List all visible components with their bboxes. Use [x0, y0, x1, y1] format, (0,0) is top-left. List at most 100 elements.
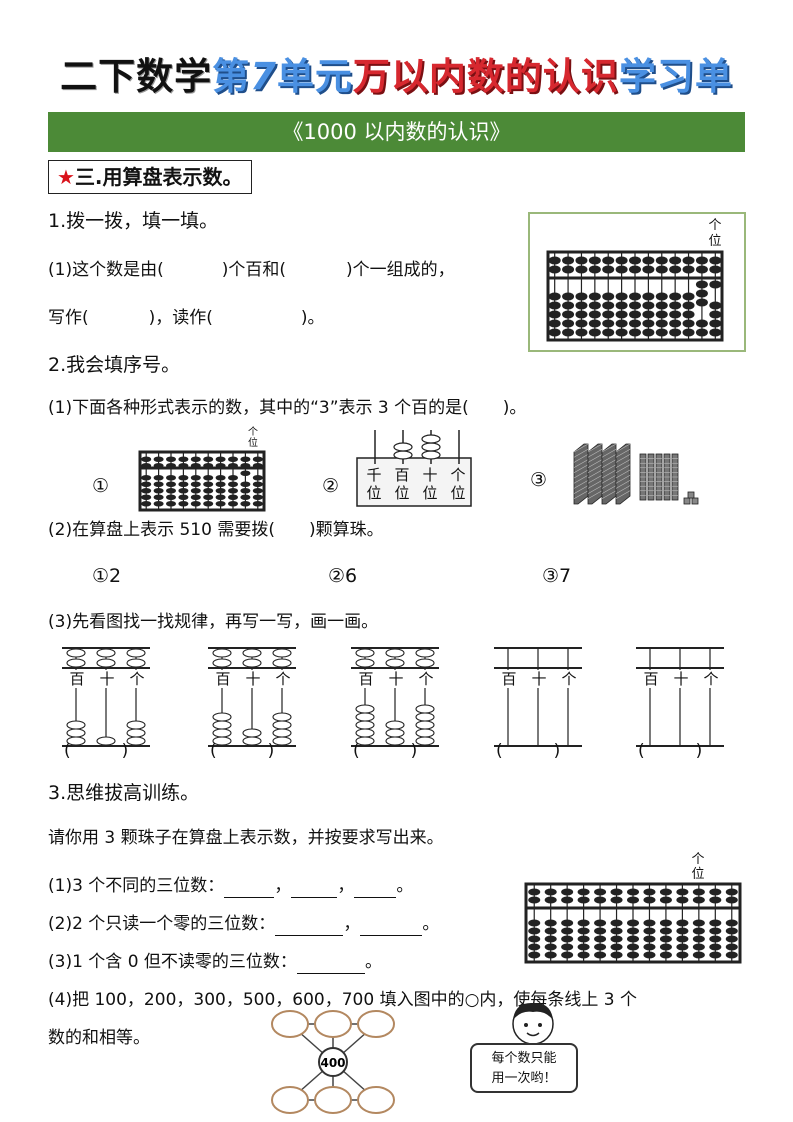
abacus-bead: [240, 481, 251, 487]
counter-bead: [421, 450, 441, 460]
abacus-bead: [190, 456, 201, 462]
pattern-answer-blank[interactable]: ( ): [496, 741, 561, 761]
abacus-bead: [615, 301, 628, 310]
abacus-bead: [575, 319, 588, 328]
q2-p2-option1[interactable]: ①2: [92, 565, 122, 587]
place-label: 百: [68, 670, 86, 688]
lesson-banner: 《1000 以内数的认识》: [48, 112, 745, 152]
q3-sub2-blank2[interactable]: [360, 917, 423, 936]
place-label: 个: [560, 670, 578, 688]
pattern-place-labels: 百十个: [204, 670, 300, 688]
abacus-bead: [562, 328, 575, 337]
unit-cube: [683, 497, 691, 505]
q3-sub1-text: (1)3 个不同的三位数：: [48, 876, 225, 896]
q3-sub3-blank[interactable]: [296, 955, 365, 974]
q3-ones-label: 个位: [690, 852, 706, 882]
abacus-bead: [659, 896, 672, 904]
pattern-abacus: [62, 647, 150, 747]
q3-heading: 3.思维拔高训练。: [48, 782, 200, 804]
abacus-bead: [602, 319, 615, 328]
q2-p2-option3[interactable]: ③7: [542, 565, 572, 587]
q2-option1-ones-label: 个位: [246, 427, 260, 449]
star-icon: ★: [57, 165, 75, 189]
pattern-answer-blank[interactable]: ( ): [210, 741, 275, 761]
abacus-bead: [669, 292, 682, 301]
abacus-bead: [166, 481, 176, 487]
q3-sub2-sep: ，: [343, 914, 361, 934]
abacus-bead: [141, 481, 152, 487]
pattern-bead: [242, 648, 262, 658]
abacus-bead: [562, 292, 575, 301]
abacus-bead: [215, 501, 226, 507]
pattern-place-labels: 百十个: [632, 670, 728, 688]
abacus-bead: [642, 319, 655, 328]
abacus-bead: [190, 501, 201, 507]
abacus-bead: [528, 888, 541, 896]
abacus-bead: [153, 481, 164, 487]
q2-part2: (2)在算盘上表示 510 需要拨( )颗算珠。: [48, 520, 384, 540]
place-label: 个: [128, 670, 146, 688]
circle-slot-bottom-left[interactable]: [271, 1086, 309, 1114]
abacus-bead: [153, 463, 164, 469]
q3-sub1-blank3[interactable]: [354, 879, 397, 898]
abacus-bead: [709, 943, 722, 951]
pattern-bead: [242, 658, 262, 668]
hint-line2: 用一次哟！: [491, 1071, 557, 1086]
q2-p2-option2[interactable]: ②6: [328, 565, 358, 587]
abacus-bead: [575, 310, 588, 319]
abacus-bead: [252, 501, 263, 507]
pattern-bead: [355, 712, 375, 722]
abacus-bead: [240, 456, 251, 462]
abacus-bead: [643, 951, 656, 959]
circle-slot-top-right[interactable]: [357, 1010, 395, 1038]
pattern-bead: [66, 658, 86, 668]
title-grade: 二下数学: [60, 55, 213, 98]
abacus-bead: [203, 481, 214, 487]
abacus-bead: [692, 896, 705, 904]
abacus-bead: [240, 501, 251, 507]
pattern-answer-blank[interactable]: ( ): [353, 741, 418, 761]
place-label: 十: [98, 670, 116, 688]
place-label: 百: [214, 670, 232, 688]
pattern-bead: [126, 728, 146, 738]
pattern-bead: [212, 658, 232, 668]
circle-slot-top-middle[interactable]: [314, 1010, 352, 1038]
q3-sub1-blank1[interactable]: [224, 879, 275, 898]
abacus-bead: [215, 463, 226, 469]
abacus-bead: [588, 256, 601, 265]
q3-sub2-end: 。: [422, 914, 440, 934]
title-di: 第: [212, 55, 251, 98]
abacus-bead: [178, 494, 189, 500]
abacus-bead: [548, 265, 561, 274]
abacus-bead: [548, 319, 561, 328]
pattern-answer-blank[interactable]: ( ): [638, 741, 703, 761]
abacus-bead: [627, 951, 639, 959]
abacus-bead: [692, 935, 705, 943]
circle-slot-top-left[interactable]: [271, 1010, 309, 1038]
place-label: 个: [702, 670, 720, 688]
q3-sub1-blank2[interactable]: [291, 879, 338, 898]
abacus-bead: [544, 919, 557, 927]
unit-cube: [691, 497, 699, 505]
pattern-abacus: [351, 647, 439, 747]
pattern-bead: [415, 648, 435, 658]
abacus-bead: [166, 494, 176, 500]
abacus-bead: [643, 919, 656, 927]
pattern-bead: [126, 648, 146, 658]
abacus-bead: [615, 319, 628, 328]
abacus-bead: [178, 488, 189, 494]
pattern-answer-blank[interactable]: ( ): [64, 741, 129, 761]
q3-sub2-blank1[interactable]: [275, 917, 344, 936]
abacus-bead: [588, 292, 601, 301]
pattern-bead: [96, 658, 116, 668]
abacus-bead: [692, 919, 705, 927]
circle-slot-bottom-right[interactable]: [357, 1086, 395, 1114]
abacus-bead: [695, 280, 708, 289]
circle-slot-bottom-middle[interactable]: [314, 1086, 352, 1114]
abacus-bead: [575, 256, 588, 265]
abacus-bead: [615, 328, 628, 337]
q2-option3-blocks: [573, 443, 699, 505]
pattern-bead: [385, 658, 405, 668]
q1-line1-c: )个一组成的，: [345, 260, 455, 280]
abacus-bead: [643, 927, 656, 935]
